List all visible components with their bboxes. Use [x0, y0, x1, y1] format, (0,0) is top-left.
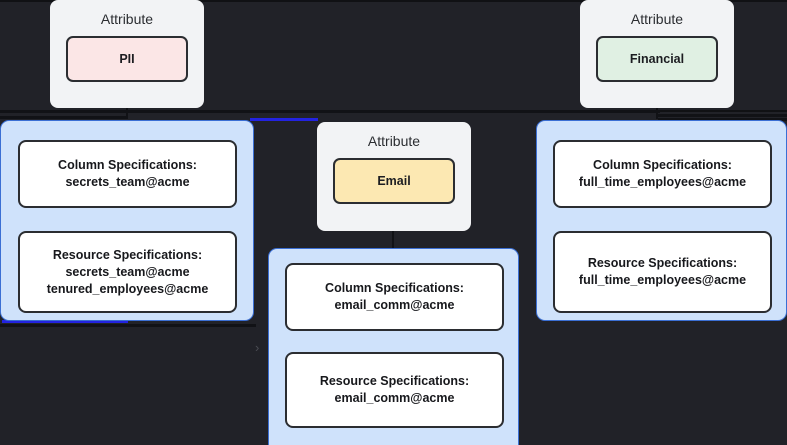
edge-horizontal-right-lower — [658, 118, 787, 121]
spec-box-value: full_time_employees@acme — [578, 175, 747, 189]
attribute-card-pii[interactable]: Attribute PII — [50, 0, 204, 108]
spec-box-label: Column Specifications: — [325, 281, 464, 295]
spec-box-resource-email[interactable]: Resource Specifications: email_comm@acme — [285, 352, 504, 428]
edge-horizontal-top-left — [0, 110, 126, 113]
spec-box-column-email[interactable]: Column Specifications: email_comm@acme — [285, 263, 504, 331]
spec-box-column-pii[interactable]: Column Specifications: secrets_team@acme — [18, 140, 237, 208]
chevron-right-icon[interactable]: › — [255, 340, 260, 355]
spec-box-resource-pii[interactable]: Resource Specifications: secrets_team@ac… — [18, 231, 237, 313]
edge-vertical-email — [392, 228, 394, 250]
edge-highlight-top-center — [250, 118, 318, 121]
spec-box-label: Column Specifications: — [593, 158, 732, 172]
spec-box-label: Resource Specifications: — [52, 247, 203, 262]
spec-box-value: email_comm@acme — [334, 391, 455, 405]
spec-box-column-financial[interactable]: Column Specifications: full_time_employe… — [553, 140, 772, 208]
spec-box-label: Resource Specifications: — [319, 374, 470, 388]
edge-horizontal-below-left-panel — [0, 324, 256, 327]
spec-box-value: secrets_team@acme — [65, 175, 190, 189]
attribute-card-email[interactable]: Attribute Email — [317, 122, 471, 231]
edge-vertical-pii — [126, 103, 128, 119]
attribute-card-title: Attribute — [100, 11, 154, 27]
edge-vertical-financial — [656, 103, 658, 119]
spec-box-label: Column Specifications: — [58, 158, 197, 172]
edge-highlight-bottom-left — [2, 320, 128, 323]
spec-box-label: Resource Specifications: — [587, 256, 738, 270]
spec-box-value: secrets_team@acme — [65, 264, 190, 279]
spec-box-resource-financial[interactable]: Resource Specifications: full_time_emplo… — [553, 231, 772, 313]
attribute-chip-pii[interactable]: PII — [66, 36, 188, 82]
attribute-card-title: Attribute — [367, 133, 421, 149]
spec-box-value: tenured_employees@acme — [46, 281, 209, 296]
edge-horizontal-mid — [126, 110, 660, 113]
attribute-chip-email[interactable]: Email — [333, 158, 455, 204]
attribute-card-financial[interactable]: Attribute Financial — [580, 0, 734, 108]
attribute-card-title: Attribute — [630, 11, 684, 27]
edge-horizontal-right — [658, 114, 787, 117]
spec-box-value: email_comm@acme — [334, 298, 455, 312]
attribute-chip-financial[interactable]: Financial — [596, 36, 718, 82]
spec-box-value: full_time_employees@acme — [578, 273, 747, 287]
edge-horizontal-left-lower — [0, 116, 127, 119]
